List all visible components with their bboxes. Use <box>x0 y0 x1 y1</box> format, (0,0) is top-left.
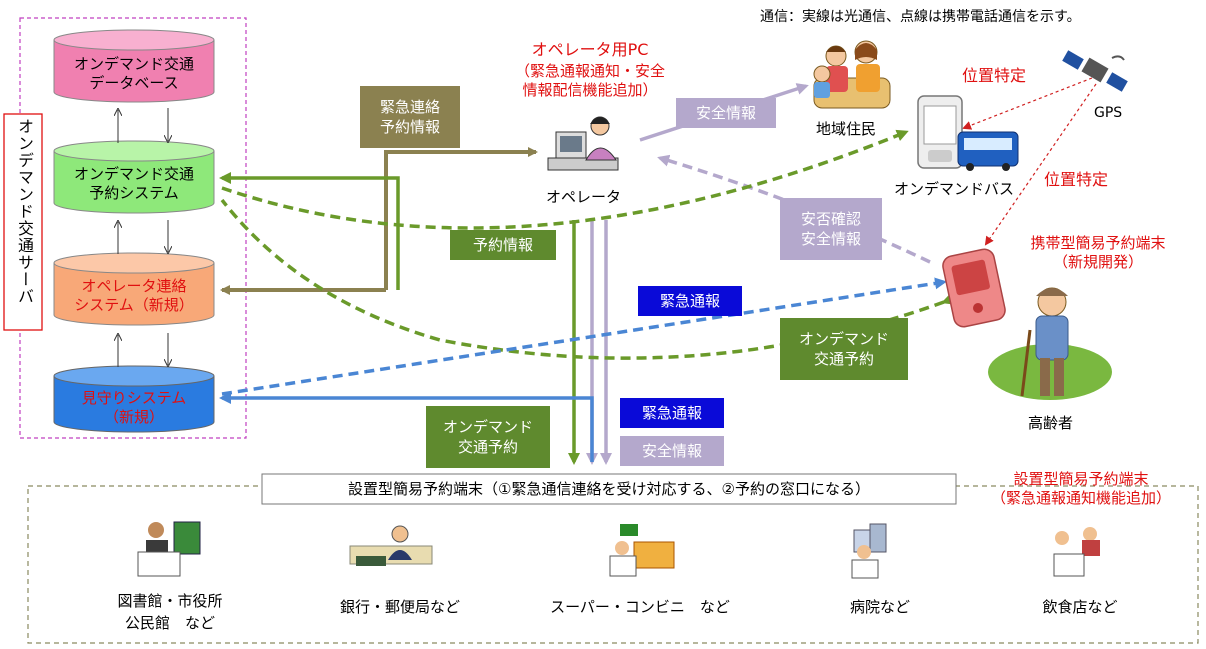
blue-dashed-emergency <box>221 277 947 396</box>
site-label-library: 図書館・市役所 公民館 など <box>117 592 223 632</box>
terminal-red-title: 設置型簡易予約端末 （緊急通報通知機能追加） <box>990 470 1171 507</box>
watch-system-label: 見守りシステム （新規） <box>81 389 187 426</box>
database-cylinder <box>53 29 215 103</box>
legend-note: 通信：実線は光通信、点線は携帯電話通信を示す。 <box>760 9 1081 25</box>
restaurant-icon <box>1053 527 1100 577</box>
site-label-hospital: 病院など <box>849 598 910 616</box>
terminal-caption-box <box>261 473 957 505</box>
portable-terminal-figure <box>942 248 1006 328</box>
server-title: オンデマンド交通サーバ <box>15 118 34 305</box>
green-dashed-bus-to-reservation <box>221 129 909 230</box>
operator-pc-subtitle: （緊急通報通知・安全 情報配信機能追加） <box>514 62 665 99</box>
residents-figure <box>813 40 891 109</box>
bus-label: オンデマンドバス <box>894 180 1015 198</box>
operator-figure <box>547 116 619 171</box>
operator-pc-title: オペレータ用PC <box>531 40 649 59</box>
elderly-label: 高齢者 <box>1028 414 1074 432</box>
site-label-store: スーパー・コンビニ など <box>550 598 730 616</box>
terminal-caption: 設置型簡易予約端末（①緊急通信連絡を受け対応する、②予約の窓口になる） <box>348 480 870 498</box>
gps-arrow-to-bus <box>962 77 1093 130</box>
site-label-restaurant: 飲食店など <box>1042 598 1118 616</box>
hospital-icon <box>851 523 887 579</box>
elderly-figure <box>988 287 1112 400</box>
portable-terminal-label: 携帯型簡易予約端末 （新規開発） <box>1030 234 1166 271</box>
gps-satellite-icon <box>1062 50 1128 92</box>
server-title-box <box>3 113 43 331</box>
label-safety-info-bottom: 安全情報 <box>641 442 702 460</box>
label-emergency-report-bottom: 緊急通報 <box>641 404 702 422</box>
gps-arrow-to-portable <box>984 83 1097 246</box>
operator-contact-cylinder <box>53 252 215 326</box>
label-reservation-info: 予約情報 <box>472 236 533 254</box>
operator-label: オペレータ <box>546 188 622 206</box>
reservation-system-label: オンデマンド交通 予約システム <box>73 165 194 202</box>
label-emergency-contact-reservation: 緊急連絡 予約情報 <box>379 98 440 136</box>
blue-arrow-to-watch <box>219 392 594 462</box>
site-label-bank: 銀行・郵便局など <box>339 598 460 616</box>
label-ondemand-reservation-bottom: オンデマンド 交通予約 <box>442 418 533 456</box>
store-icon <box>609 524 675 577</box>
operator-contact-label: オペレータ連絡 システム（新規） <box>74 277 194 314</box>
reservation-system-cylinder <box>53 140 215 214</box>
position-label-1: 位置特定 <box>962 66 1027 85</box>
green-arrow-to-reservation <box>219 172 400 290</box>
bank-icon <box>349 525 433 566</box>
bus-figure <box>917 95 1019 171</box>
olive-arrow-to-operator <box>384 147 538 290</box>
label-safety-info-top: 安全情報 <box>695 104 756 122</box>
label-emergency-report-blue: 緊急通報 <box>659 292 720 310</box>
green-dashed-portable-to-reservation <box>220 198 955 360</box>
db-link-arrows <box>118 108 168 367</box>
watch-system-cylinder <box>53 365 215 433</box>
database-label: オンデマンド交通 データベース <box>73 55 194 92</box>
gps-label: GPS <box>1094 105 1123 121</box>
library-icon <box>137 521 201 577</box>
position-label-2: 位置特定 <box>1044 170 1109 189</box>
label-ondemand-reservation-right: オンデマンド 交通予約 <box>798 330 889 368</box>
residents-label: 地域住民 <box>816 120 877 138</box>
label-safety-confirm: 安否確認 安全情報 <box>800 210 861 248</box>
